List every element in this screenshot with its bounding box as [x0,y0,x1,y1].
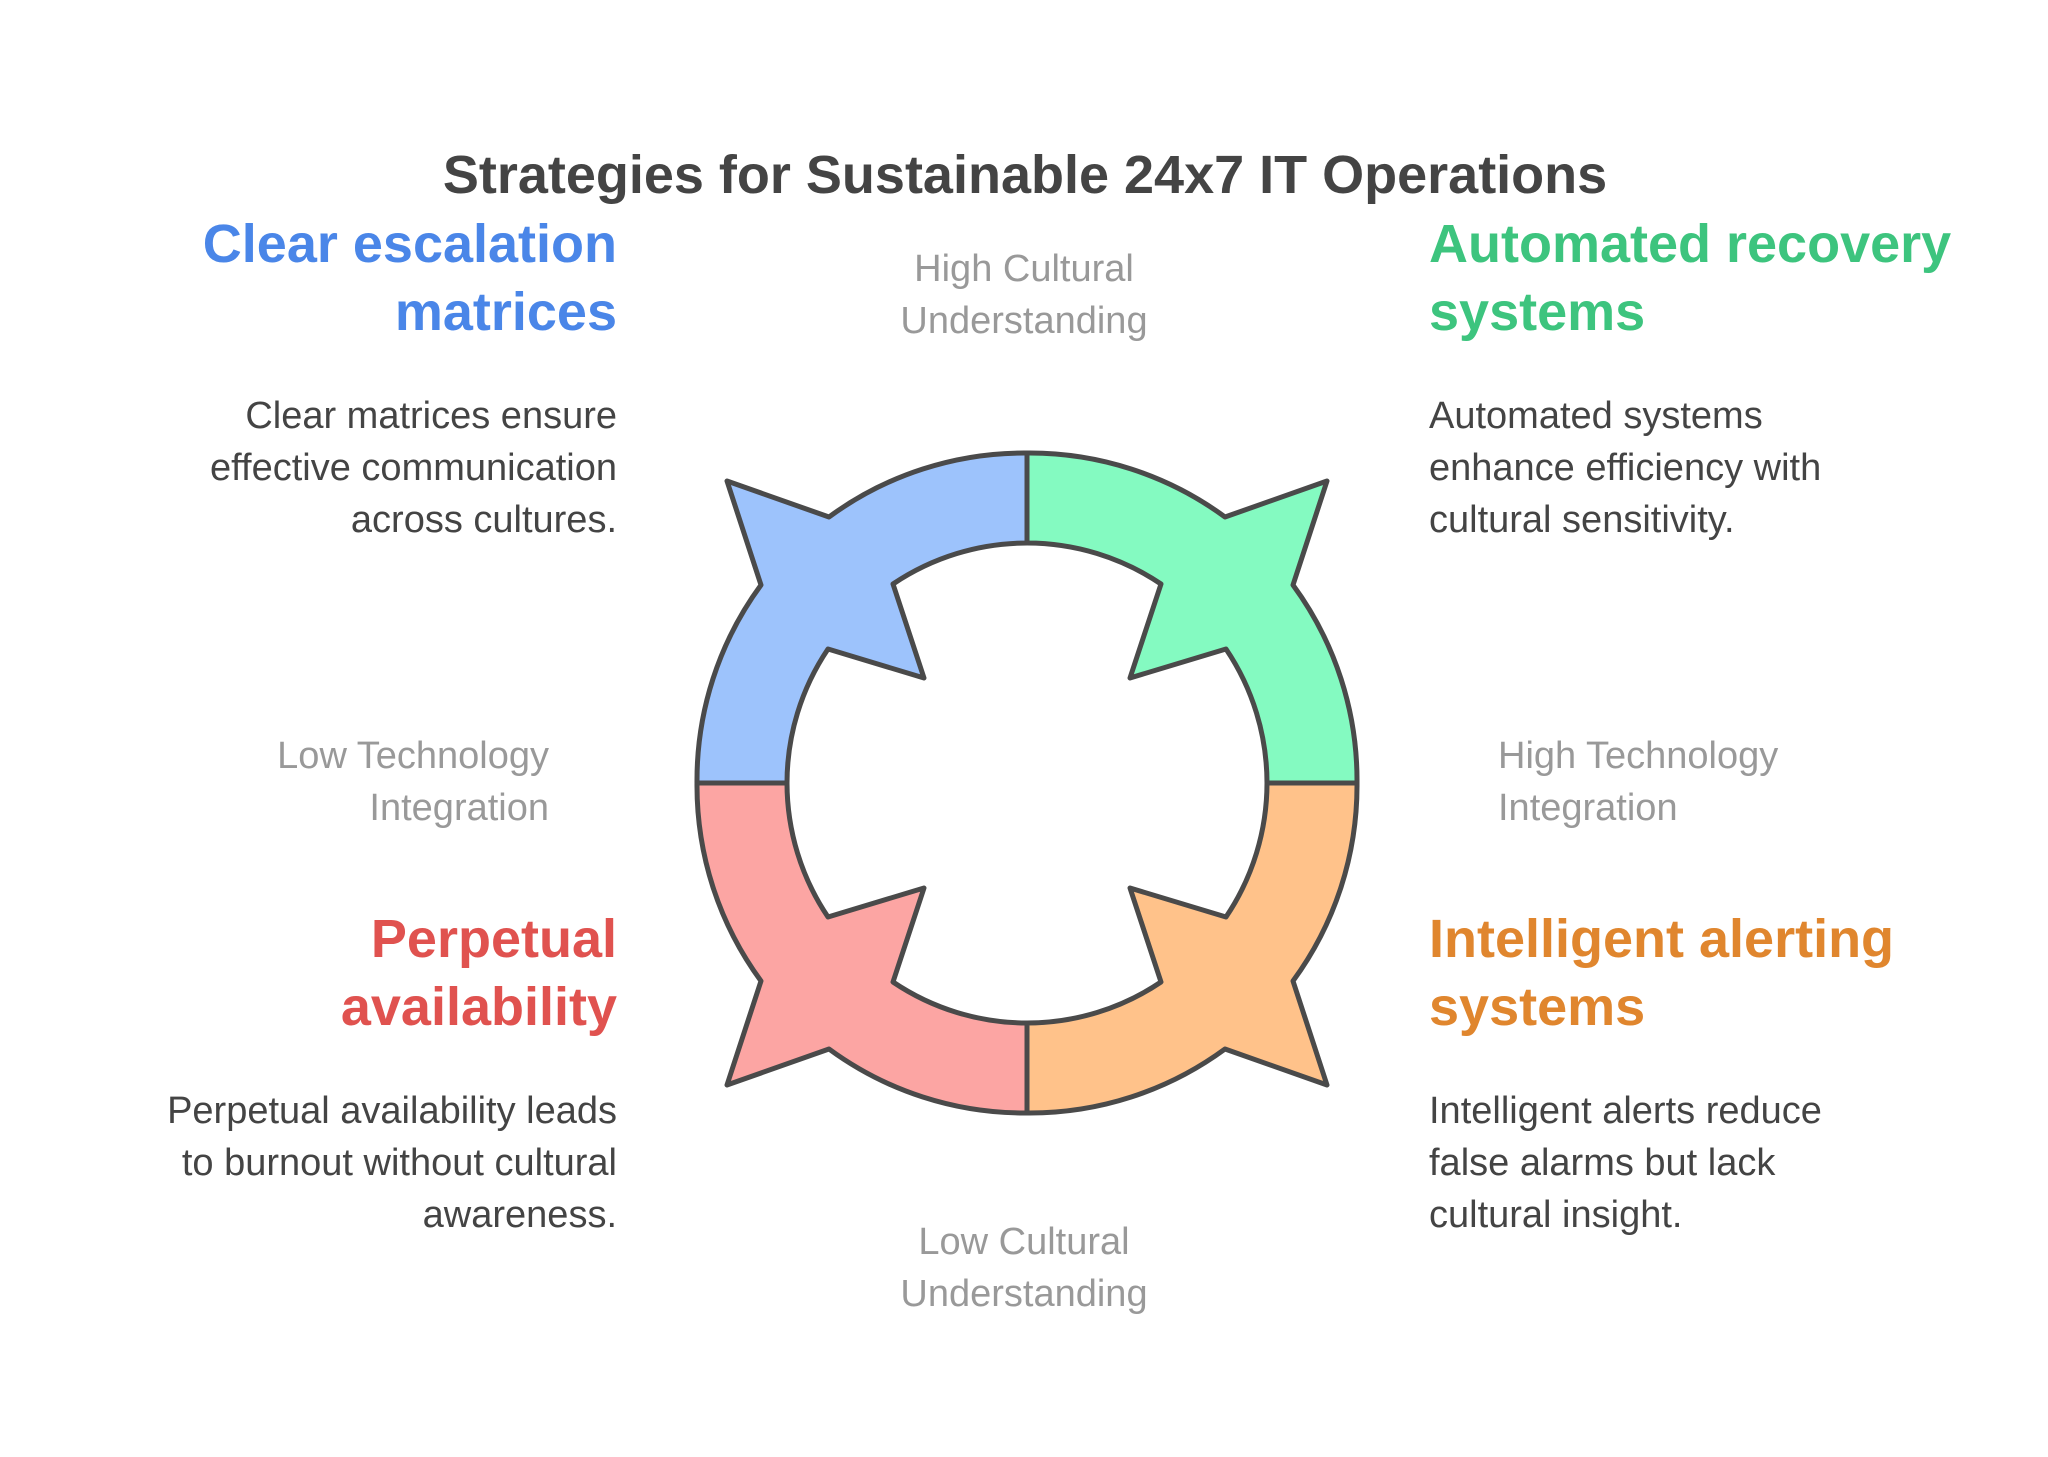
quadrant-heading: Perpetual [371,909,617,969]
quadrant-heading: availability [341,977,617,1037]
axis-top-line: Understanding [900,300,1147,342]
quadrant-description: cultural sensitivity. [1429,499,1735,541]
quadrant-bottom-right-text: Intelligent alerting systems Intelligent… [1429,909,1894,1236]
quadrant-top-right-text: Automated recovery systems Automated sys… [1429,214,1951,541]
quadrant-heading: Automated recovery [1429,214,1951,274]
segment-top-left [694,450,1030,786]
segment-top-right [1024,450,1360,786]
segment-bottom-right [1024,780,1360,1116]
quadrant-description: false alarms but lack [1429,1142,1776,1184]
axis-right-line: High Technology [1498,735,1778,777]
quadrant-description: across cultures. [351,499,617,541]
quadrant-description: Intelligent alerts reduce [1429,1090,1822,1132]
quadrant-description: cultural insight. [1429,1194,1682,1236]
quadrant-bottom-left-text: Perpetual availability Perpetual availab… [167,909,617,1236]
quadrant-heading: matrices [395,282,617,342]
axis-label-bottom: Low Cultural Understanding [900,1221,1147,1315]
quadrant-description: Clear matrices ensure [245,395,617,437]
segment-bottom-left [694,780,1030,1116]
cycle-ring [694,450,1360,1116]
quadrant-description: enhance efficiency with [1429,447,1821,489]
diagram-title: Strategies for Sustainable 24x7 IT Opera… [443,145,1607,205]
axis-label-top: High Cultural Understanding [900,248,1147,342]
quadrant-description: Perpetual availability leads [167,1090,617,1132]
quadrant-heading: Clear escalation [203,214,617,274]
quadrant-description: effective communication [210,447,617,489]
axis-bottom-line: Understanding [900,1273,1147,1315]
axis-right-line: Integration [1498,787,1678,829]
axis-left-line: Low Technology [277,735,549,777]
quadrant-heading: systems [1429,977,1645,1037]
axis-left-line: Integration [369,787,549,829]
quadrant-heading: systems [1429,282,1645,342]
quadrant-description: to burnout without cultural [182,1142,617,1184]
quadrant-heading: Intelligent alerting [1429,909,1894,969]
quadrant-top-left-text: Clear escalation matrices Clear matrices… [203,214,617,541]
quadrant-description: awareness. [423,1194,617,1236]
axis-label-left: Low Technology Integration [277,735,549,829]
axis-top-line: High Cultural [914,248,1134,290]
axis-label-right: High Technology Integration [1498,735,1778,829]
quadrant-description: Automated systems [1429,395,1763,437]
axis-bottom-line: Low Cultural [918,1221,1129,1263]
